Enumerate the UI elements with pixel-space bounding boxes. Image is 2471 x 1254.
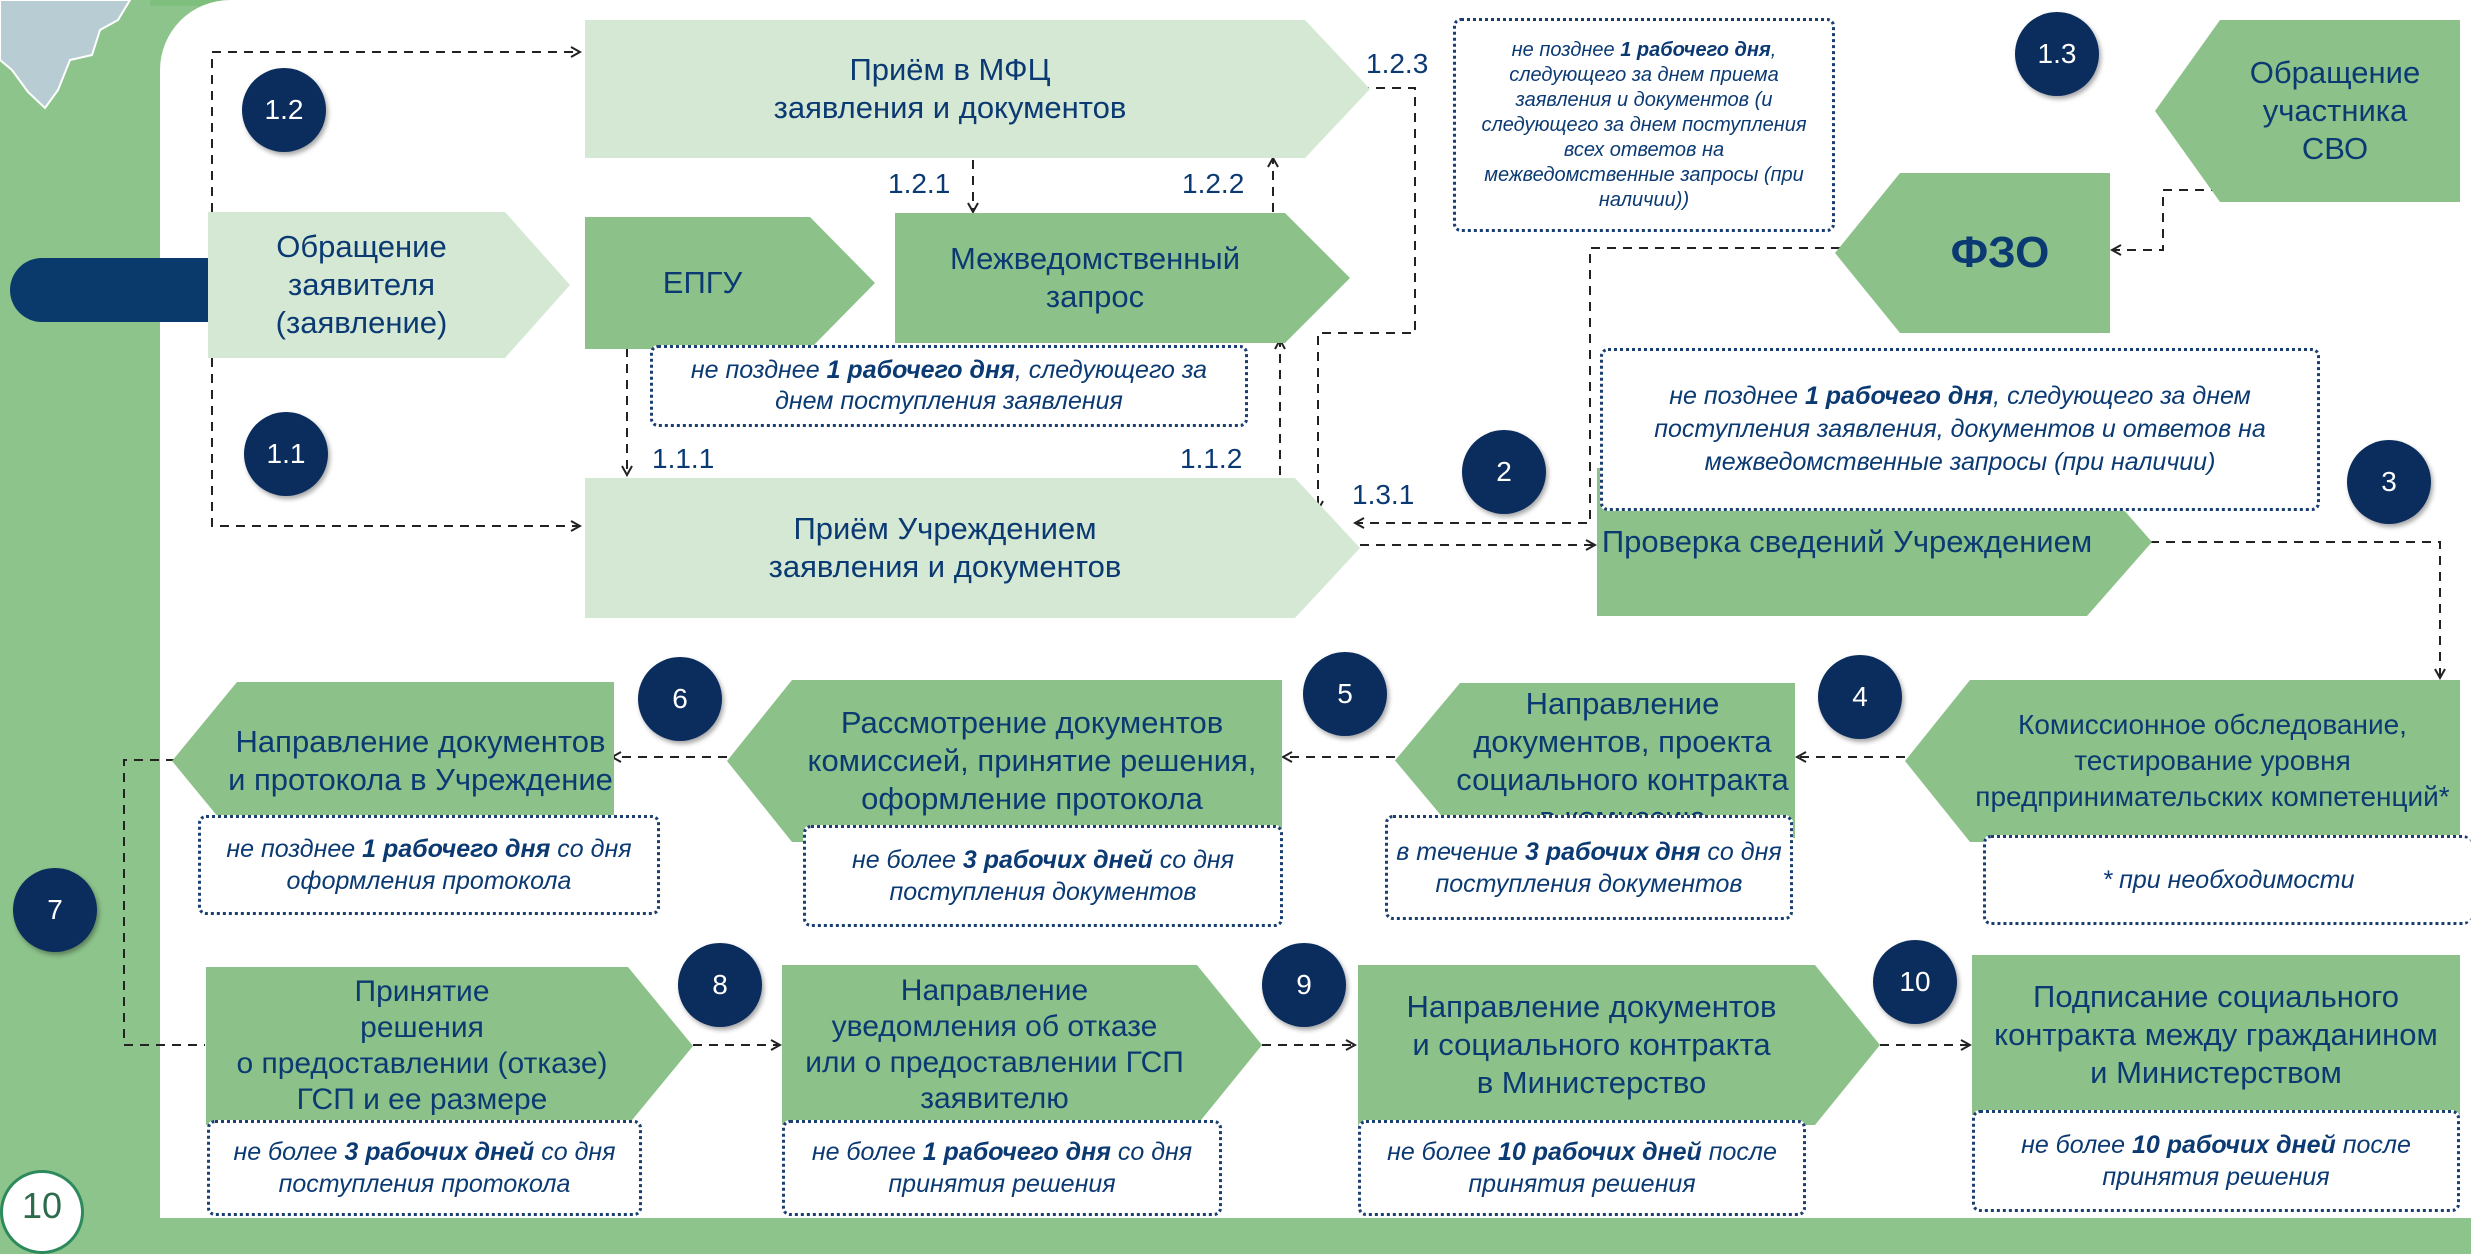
shape-epgu: ЕПГУ — [585, 217, 875, 349]
conn-applicant-uchr — [211, 358, 580, 526]
shape-ministerstvo: Направление документов и социального кон… — [1358, 965, 1880, 1125]
shape-napravlenie-komissiya: Направление документов, проекта социальн… — [1395, 683, 1795, 838]
conn-6-7 — [123, 759, 205, 1046]
shape-komissionnoe: Комиссионное обследование, тестирование … — [1905, 680, 2460, 842]
connectors — [123, 0, 2471, 1218]
shape-napravlenie-uchr: Направление документов и протокола в Учр… — [172, 682, 614, 840]
label-1-2-3: 1.2.3 — [1366, 48, 1429, 79]
conn-mfc-uchr — [1318, 87, 1416, 510]
note-podpisanie: не более 10 рабочих дней после принятия … — [1972, 1110, 2460, 1212]
label-1-3-1: 1.3.1 — [1352, 479, 1415, 510]
badge-5: 5 — [1303, 652, 1387, 736]
shape-obrashenie-svo: Обращение участника СВО — [2155, 20, 2460, 202]
note-6: не позднее 1 рабочего дня со дня оформле… — [198, 815, 660, 915]
note-5: не более 3 рабочих дней со дня поступлен… — [803, 825, 1283, 927]
shape-priem-uchr: Приём Учреждением заявления и документов — [585, 478, 1360, 618]
conn-proverka-komis — [2150, 541, 2440, 678]
shape-mezhved: Межведомственный запрос — [895, 213, 1350, 343]
badge-9: 9 — [1262, 943, 1346, 1027]
badge-8: 8 — [678, 943, 762, 1027]
page-number: 10 — [0, 1170, 84, 1254]
badge-10: 10 — [1873, 940, 1957, 1024]
conn-svo-fzo — [2112, 189, 2220, 250]
conn-fzo-uchr — [1355, 247, 1840, 523]
shape-uvedomlenie: Направление уведомления об отказе или о … — [782, 965, 1262, 1125]
badge-1-3: 1.3 — [2015, 12, 2099, 96]
badge-3: 3 — [2347, 440, 2431, 524]
note-fzo: не позднее 1 рабочего дня, следующего за… — [1600, 348, 2320, 511]
shape-fzo: ФЗО — [1835, 173, 2110, 333]
note-4: в течение 3 рабочих дня со дня поступлен… — [1385, 815, 1793, 920]
note-ministerstvo: не более 10 рабочих дней после принятия … — [1358, 1120, 1806, 1216]
label-1-2-2: 1.2.2 — [1182, 168, 1245, 199]
badge-1-2: 1.2 — [242, 68, 326, 152]
side-tab — [10, 258, 210, 322]
shape-rassmotrenie: Рассмотрение документов комиссией, приня… — [727, 680, 1282, 842]
label-1-1-1: 1.1.1 — [652, 443, 715, 474]
label-1-1-2: 1.1.2 — [1180, 443, 1243, 474]
note-8: не более 3 рабочих дней со дня поступлен… — [207, 1120, 642, 1216]
badge-6: 6 — [638, 657, 722, 741]
note-komissionnoe: * при необходимости — [1983, 835, 2471, 925]
label-1-2-1: 1.2.1 — [888, 168, 951, 199]
note-9: не более 1 рабочего дня со дня принятия … — [782, 1120, 1222, 1216]
shape-priem-mfc: Приём в МФЦ заявления и документов — [585, 20, 1370, 158]
badge-2: 2 — [1462, 430, 1546, 514]
shape-obrashenie-zayavitelya: Обращение заявителя (заявление) — [208, 212, 570, 358]
note-epgu: не позднее 1 рабочего дня, следующего за… — [650, 345, 1248, 427]
badge-7: 7 — [13, 868, 97, 952]
badge-4: 4 — [1818, 655, 1902, 739]
badge-1-1: 1.1 — [244, 412, 328, 496]
shape-podpisanie: Подписание социального контракта между г… — [1972, 955, 2460, 1115]
conn-applicant-mfc — [211, 52, 580, 212]
region-map-icon — [0, 0, 132, 110]
note-top: не позднее 1 рабочего дня, следующего за… — [1453, 18, 1835, 232]
shape-prinyatie: Принятие решения о предоставлении (отказ… — [206, 967, 693, 1125]
